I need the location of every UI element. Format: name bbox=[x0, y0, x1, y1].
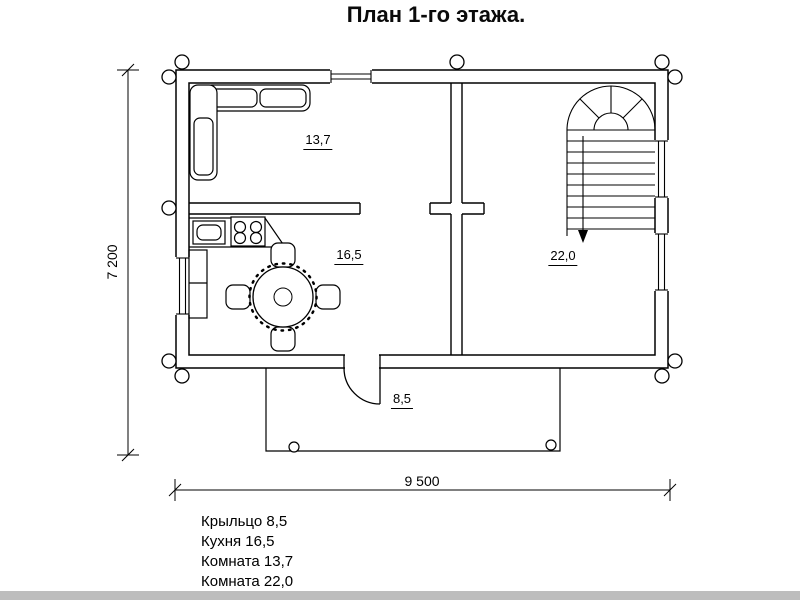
footer-bar bbox=[0, 591, 800, 600]
table-scalloped-edge bbox=[248, 262, 318, 332]
exterior-walls bbox=[175, 69, 669, 369]
dining-table-icon bbox=[252, 266, 314, 328]
kitchen-counter bbox=[189, 217, 287, 248]
legend-item-room-22-0: Комната 22,0 bbox=[201, 573, 294, 590]
stove-icon bbox=[230, 216, 266, 247]
interior-wall-vertical bbox=[450, 83, 463, 355]
porch-outline bbox=[265, 368, 561, 453]
interior-wall-horizontal bbox=[189, 202, 361, 215]
window-left-icon bbox=[175, 257, 190, 315]
legend: Крыльцо 8,5 Кухня 16,5 Комната 13,7 Комн… bbox=[201, 512, 293, 592]
room-area-label-22-0: 22,0 bbox=[548, 248, 578, 266]
kitchen-fixtures bbox=[188, 216, 287, 319]
room-area-label-8-5: 8,5 bbox=[390, 391, 414, 409]
windows bbox=[175, 69, 669, 315]
staircase-icon bbox=[566, 85, 656, 243]
interior-walls bbox=[189, 83, 485, 355]
stair-down-arrow-icon bbox=[578, 136, 588, 243]
entry-door bbox=[343, 354, 381, 405]
fridge-cabinet-icon bbox=[188, 249, 208, 319]
dimension-height-label: 7 200 bbox=[104, 244, 120, 280]
stair-winder-inner-arc bbox=[593, 112, 629, 131]
dimension-left bbox=[117, 63, 139, 462]
log-end-icons bbox=[161, 54, 683, 384]
room-area-label-16-5: 16,5 bbox=[334, 247, 364, 265]
legend-item-room-13-7: Комната 13,7 bbox=[201, 553, 294, 570]
dimension-width-label: 9 500 bbox=[404, 473, 440, 489]
interior-wall-stub bbox=[429, 202, 485, 215]
door-swing-arc-icon bbox=[343, 367, 381, 405]
window-right-upper-icon bbox=[654, 140, 669, 198]
stair-treads bbox=[567, 140, 655, 230]
corner-sofa-icon bbox=[189, 84, 311, 181]
dining-set bbox=[225, 242, 341, 352]
window-right-lower-icon bbox=[654, 233, 669, 291]
sink-icon bbox=[192, 220, 226, 245]
chair-west-icon bbox=[225, 284, 251, 310]
porch-post-icon bbox=[545, 439, 557, 451]
table-pedestal bbox=[273, 287, 293, 307]
porch-post-icon bbox=[288, 441, 300, 453]
room-area-label-13-7: 13,7 bbox=[303, 132, 333, 150]
legend-item-kitchen: Кухня 16,5 bbox=[201, 533, 275, 550]
dimension-bottom bbox=[168, 479, 677, 501]
chair-east-icon bbox=[315, 284, 341, 310]
window-top-icon bbox=[330, 69, 372, 84]
legend-item-porch: Крыльцо 8,5 bbox=[201, 513, 288, 530]
page-title: План 1-го этажа. bbox=[346, 2, 526, 27]
